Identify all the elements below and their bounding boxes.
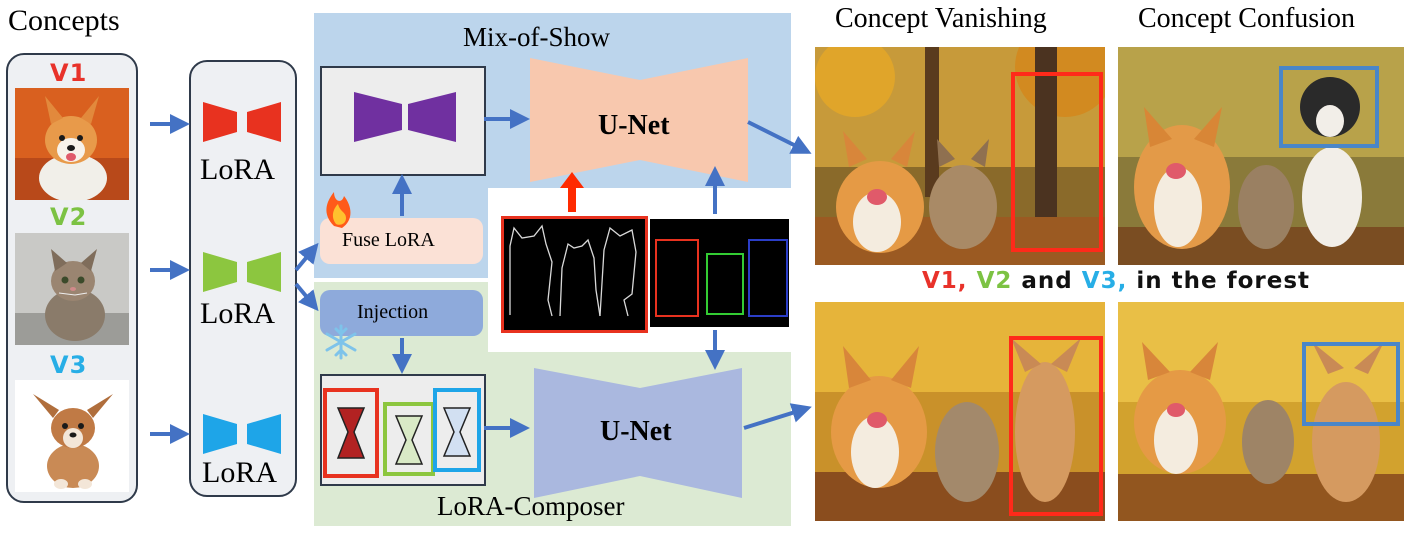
unet-top-shape xyxy=(530,58,748,182)
fire-icon xyxy=(326,192,351,228)
fused-lora-icon xyxy=(354,92,456,142)
unet-bottom-shape xyxy=(534,368,742,498)
concept-tag-v1: V1 xyxy=(50,59,88,87)
fuse-lora-label: Fuse LoRA xyxy=(342,229,435,251)
lora-icon-blue xyxy=(203,414,281,454)
composer-lora-blue-frame xyxy=(433,388,481,472)
lora-icon-red xyxy=(203,102,281,142)
lora-icon-green xyxy=(203,252,281,292)
arrow-mask-to-unet-head xyxy=(560,172,584,188)
arrow-unet-bottom-to-results xyxy=(743,403,812,430)
result-vanishing-lora-composer xyxy=(815,302,1105,521)
concept-tag-v2: V2 xyxy=(50,203,88,231)
lora-label-2: LoRA xyxy=(200,297,275,330)
composer-lora-red-icon xyxy=(336,407,366,459)
arrow-lora-to-fuse xyxy=(294,242,319,272)
composer-lora-blue-icon xyxy=(442,407,472,457)
composer-lora-green-icon xyxy=(394,415,424,465)
bounding-box-layout-image xyxy=(650,219,789,327)
lora-composer-title: LoRA-Composer xyxy=(437,491,625,521)
injection-label: Injection xyxy=(357,301,429,323)
snowflake-icon xyxy=(325,324,357,360)
mix-of-show-title: Mix-of-Show xyxy=(463,22,610,52)
layout-box-v2 xyxy=(706,253,744,315)
composer-lora-red-frame xyxy=(323,388,379,478)
result-confusion-lora-composer xyxy=(1118,302,1404,521)
header-concept-vanishing: Concept Vanishing xyxy=(835,3,1047,34)
prompt-v1: V1, xyxy=(922,268,968,294)
prompt-rest: in the forest xyxy=(1136,268,1311,294)
arrow-lora-to-injection xyxy=(294,282,319,312)
confusion-highlight-top xyxy=(1279,66,1379,148)
concepts-title: Concepts xyxy=(8,4,120,37)
mask-outlines xyxy=(509,224,637,317)
vanishing-highlight-bottom xyxy=(1009,336,1103,516)
unet-top-label: U-Net xyxy=(598,110,670,141)
result-confusion-mix-of-show xyxy=(1118,47,1404,265)
vanishing-highlight-top xyxy=(1011,72,1103,252)
concept-image-kitten xyxy=(15,233,129,345)
arrow-unet-top-to-results xyxy=(747,120,812,154)
lora-label-1: LoRA xyxy=(200,153,275,186)
concept-tag-v3: V3 xyxy=(50,351,88,379)
layout-box-v1 xyxy=(655,239,699,317)
prompt-v3: V3, xyxy=(1081,268,1128,294)
concept-image-corgi xyxy=(15,88,129,200)
prompt-and: and xyxy=(1021,268,1073,294)
layout-box-v3 xyxy=(748,239,788,317)
unet-bottom-label: U-Net xyxy=(600,416,672,447)
prompt-v2: V2 xyxy=(976,268,1013,294)
header-concept-confusion: Concept Confusion xyxy=(1138,3,1355,34)
fuse-lora-box xyxy=(320,218,483,264)
concept-image-puppy xyxy=(15,380,129,492)
lora-label-3: LoRA xyxy=(202,456,277,489)
prompt-text: V1, V2 and V3, in the forest xyxy=(922,268,1310,294)
segmentation-mask-image xyxy=(501,216,648,333)
result-vanishing-mix-of-show xyxy=(815,47,1105,265)
confusion-highlight-bottom xyxy=(1302,342,1400,426)
